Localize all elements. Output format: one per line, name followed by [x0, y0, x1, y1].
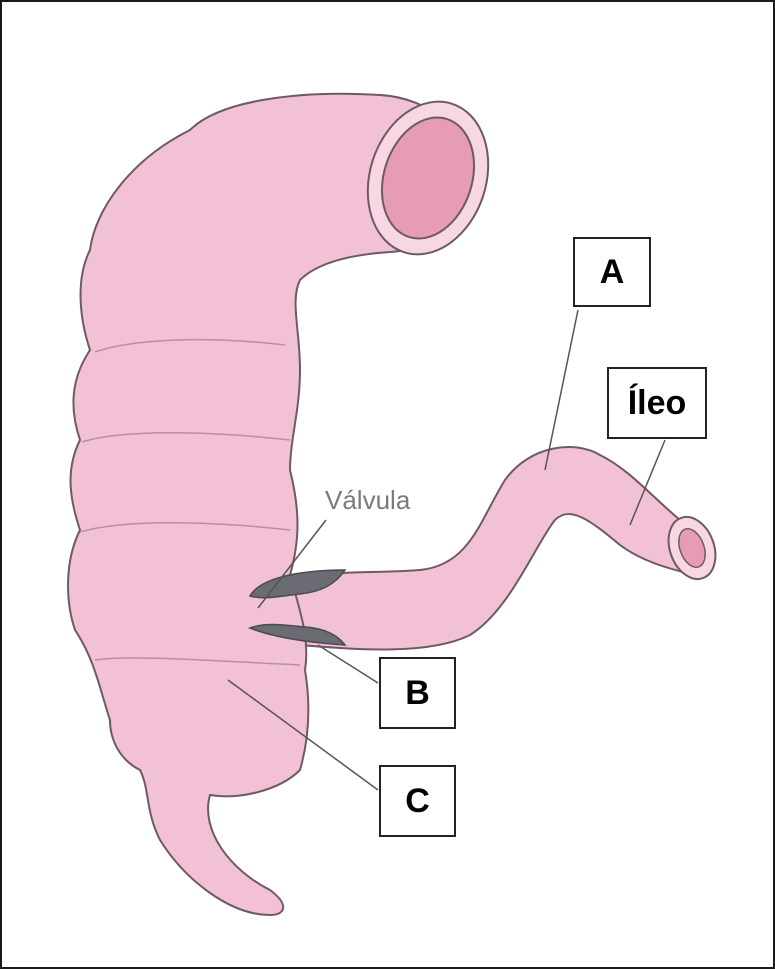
leader-line-a: [545, 310, 578, 470]
label-c: C: [379, 765, 456, 837]
ileum-tube: [250, 447, 724, 649]
leader-line-b: [318, 645, 378, 683]
label-a: A: [573, 237, 651, 307]
label-ileo: Íleo: [607, 367, 707, 439]
label-b: B: [379, 657, 456, 729]
label-valvula: Válvula: [325, 485, 410, 516]
